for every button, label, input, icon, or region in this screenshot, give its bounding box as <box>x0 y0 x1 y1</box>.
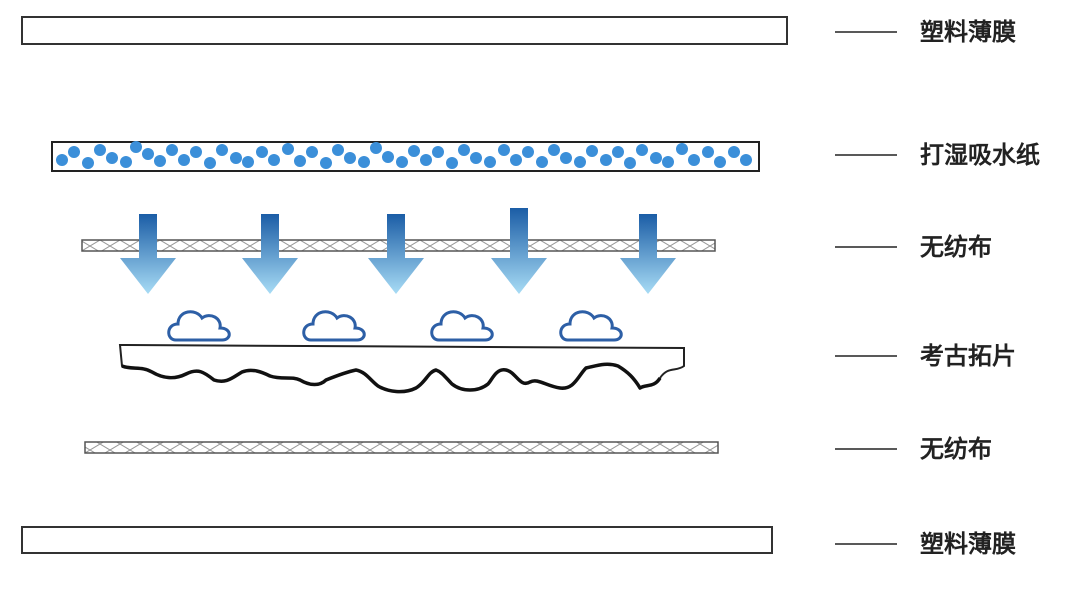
water-dot <box>688 154 700 166</box>
water-dot <box>130 141 142 153</box>
water-dot <box>332 144 344 156</box>
water-dot <box>510 154 522 166</box>
water-dot <box>216 144 228 156</box>
water-dot <box>256 146 268 158</box>
label-nonwoven-bottom: 无纺布 <box>920 435 992 463</box>
water-dot <box>458 144 470 156</box>
water-dot <box>624 157 636 169</box>
water-dot <box>662 156 674 168</box>
water-dot <box>190 146 202 158</box>
water-dot <box>522 146 534 158</box>
down-arrow-icon <box>242 214 298 294</box>
label-plastic-film-bottom: 塑料薄膜 <box>920 530 1016 558</box>
cloud-icon <box>430 310 494 342</box>
water-dot <box>56 154 68 166</box>
water-dot <box>498 144 510 156</box>
water-dot <box>548 144 560 156</box>
down-arrow-icon <box>620 214 676 294</box>
down-arrow-icon <box>368 214 424 294</box>
water-dot <box>560 152 572 164</box>
water-dot <box>294 155 306 167</box>
water-dot <box>178 154 190 166</box>
label-nonwoven-top: 无纺布 <box>920 233 992 261</box>
water-dot <box>358 156 370 168</box>
water-dot <box>370 142 382 154</box>
water-dot <box>320 157 332 169</box>
label-plastic-film-top: 塑料薄膜 <box>920 18 1016 46</box>
water-dot <box>586 145 598 157</box>
water-dot <box>536 156 548 168</box>
plastic-film-top <box>21 16 788 45</box>
water-dot <box>306 146 318 158</box>
archaeological-rubbing <box>118 343 685 394</box>
water-dot <box>82 157 94 169</box>
label-rubbing: 考古拓片 <box>920 342 1016 370</box>
water-dot <box>408 145 420 157</box>
water-dot <box>446 157 458 169</box>
arrow-group <box>120 208 676 294</box>
water-dot <box>420 154 432 166</box>
water-dot <box>204 157 216 169</box>
nonwoven-fabric-bottom <box>84 441 719 454</box>
water-dot <box>600 154 612 166</box>
water-dot <box>94 144 106 156</box>
plastic-film-bottom <box>21 526 773 554</box>
water-dot <box>382 151 394 163</box>
water-dot <box>106 152 118 164</box>
water-dot <box>242 156 254 168</box>
water-dot <box>154 155 166 167</box>
water-dot <box>740 154 752 166</box>
water-dot <box>636 144 648 156</box>
water-dot <box>68 146 80 158</box>
cloud-icon <box>559 310 623 342</box>
water-dot <box>714 156 726 168</box>
water-dot <box>344 152 356 164</box>
water-dot <box>432 146 444 158</box>
water-dot <box>484 156 496 168</box>
water-dots <box>56 141 752 169</box>
water-dot <box>142 148 154 160</box>
water-dot <box>470 152 482 164</box>
label-wet-paper: 打湿吸水纸 <box>920 141 1040 169</box>
down-arrow-icon <box>491 208 547 294</box>
water-dot <box>612 146 624 158</box>
water-dot <box>702 146 714 158</box>
cloud-icon <box>302 310 366 342</box>
cloud-icon <box>167 310 231 342</box>
water-dot <box>282 143 294 155</box>
water-dot <box>574 156 586 168</box>
water-dot <box>676 143 688 155</box>
cloud-group <box>167 310 623 342</box>
water-dot <box>650 152 662 164</box>
water-dot <box>120 156 132 168</box>
water-dot <box>396 156 408 168</box>
water-dot <box>166 144 178 156</box>
water-dot <box>230 152 242 164</box>
water-dot <box>268 154 280 166</box>
down-arrow-icon <box>120 214 176 294</box>
water-dot <box>728 146 740 158</box>
